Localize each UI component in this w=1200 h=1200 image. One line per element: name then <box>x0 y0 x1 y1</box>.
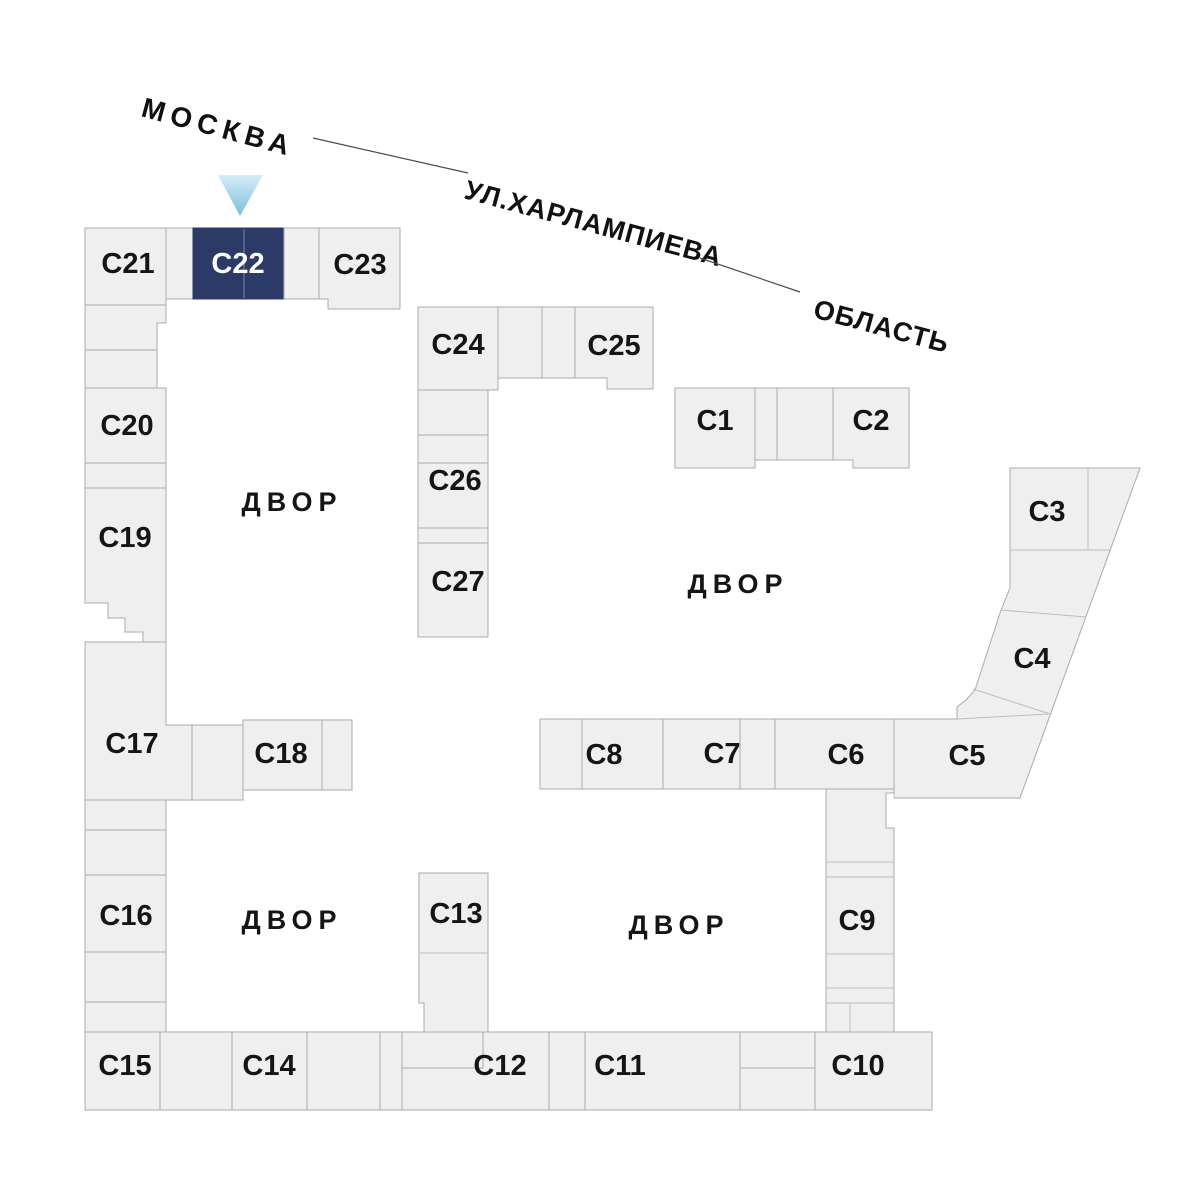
building-c27[interactable] <box>417 542 489 638</box>
building-c23[interactable] <box>318 227 401 310</box>
building-section <box>417 434 489 464</box>
building-section <box>417 527 489 544</box>
building-c15[interactable] <box>84 1031 161 1111</box>
building-c1[interactable] <box>674 387 756 469</box>
building-label-c7[interactable]: С7 <box>703 738 740 770</box>
building-label-c25[interactable]: С25 <box>587 330 640 362</box>
building-section <box>165 227 194 300</box>
building-label-c15[interactable]: С15 <box>98 1050 151 1082</box>
building-c16[interactable] <box>84 874 167 953</box>
building-section <box>539 718 583 790</box>
building-section <box>739 718 776 790</box>
building-section <box>283 227 320 300</box>
street-label-oblast: ОБЛАСТЬ <box>810 294 952 359</box>
building-section <box>84 462 167 489</box>
building-c6[interactable] <box>774 718 895 790</box>
building-c8[interactable] <box>581 718 664 790</box>
building-label-c27[interactable]: С27 <box>431 566 484 598</box>
building-c25[interactable] <box>574 306 654 390</box>
building-section <box>84 951 167 1003</box>
building-section-divider <box>826 861 894 1032</box>
building-label-c4[interactable]: С4 <box>1013 643 1050 675</box>
building-section <box>84 799 167 831</box>
building-section <box>84 1001 167 1033</box>
building-section <box>497 306 543 379</box>
building-section <box>191 724 244 801</box>
building-c7[interactable] <box>662 718 741 790</box>
building-section <box>776 387 834 461</box>
building-label-c5[interactable]: С5 <box>948 740 985 772</box>
building-label-c21[interactable]: С21 <box>101 248 154 280</box>
building-section <box>548 1031 586 1111</box>
building-label-c8[interactable]: С8 <box>585 739 622 771</box>
building-label-c23[interactable]: С23 <box>333 249 386 281</box>
building-section-divider <box>893 468 1110 798</box>
building-label-c26[interactable]: С26 <box>428 465 481 497</box>
building-c10[interactable] <box>814 1031 933 1111</box>
building-label-c11[interactable]: С11 <box>594 1050 646 1082</box>
building-label-c17[interactable]: С17 <box>105 728 158 760</box>
building-c11[interactable] <box>584 1031 741 1111</box>
courtyard-label: ДВОР <box>687 569 788 599</box>
building-c17[interactable] <box>84 641 193 801</box>
building-section <box>739 1067 816 1111</box>
building-label-c16[interactable]: С16 <box>99 900 152 932</box>
building-c19[interactable] <box>84 487 167 643</box>
building-label-c18[interactable]: С18 <box>254 738 307 770</box>
street-divider-line <box>312 137 469 174</box>
courtyard-label: ДВОР <box>241 905 342 935</box>
courtyard-label: ДВОР <box>241 487 342 517</box>
building-label-c14[interactable]: С14 <box>242 1050 295 1082</box>
building-label-c22[interactable]: С22 <box>211 248 264 280</box>
courtyard-label: ДВОР <box>628 910 729 940</box>
building-label-c19[interactable]: С19 <box>98 522 151 554</box>
street-label-moskva: МОСКВА <box>138 92 298 163</box>
building-label-c12[interactable]: С12 <box>473 1050 526 1082</box>
building-section <box>401 1031 484 1069</box>
building-c22-selected[interactable] <box>192 227 285 300</box>
building-label-c13[interactable]: С13 <box>429 898 482 930</box>
building-label-c9[interactable]: С9 <box>838 905 875 937</box>
building-section <box>306 1031 381 1111</box>
building-section <box>159 1031 233 1111</box>
building-label-c2[interactable]: С2 <box>852 405 889 437</box>
building-label-c6[interactable]: С6 <box>827 739 864 771</box>
building-section <box>84 304 167 351</box>
building-wing-c3-c4-c5[interactable] <box>893 467 1141 799</box>
selected-building-marker-icon <box>218 175 263 216</box>
building-c14[interactable] <box>231 1031 308 1111</box>
building-section <box>754 387 778 461</box>
building-label-c20[interactable]: С20 <box>100 410 153 442</box>
building-section <box>321 719 353 791</box>
building-section <box>84 349 158 389</box>
building-section <box>379 1031 403 1111</box>
building-section <box>739 1031 816 1069</box>
building-section <box>84 829 167 876</box>
building-label-c1[interactable]: С1 <box>696 405 733 437</box>
street-label-kharlampieva: УЛ.ХАРЛАМПИЕВА <box>461 175 725 273</box>
street-divider-line <box>699 257 801 293</box>
building-c2[interactable] <box>832 387 910 469</box>
building-label-c24[interactable]: С24 <box>431 329 484 361</box>
building-label-c3[interactable]: С3 <box>1028 496 1065 528</box>
building-label-c10[interactable]: С10 <box>831 1050 884 1082</box>
building-c20[interactable] <box>84 387 167 464</box>
building-section <box>541 306 576 379</box>
building-c21[interactable] <box>84 227 167 306</box>
building-section <box>417 389 489 436</box>
